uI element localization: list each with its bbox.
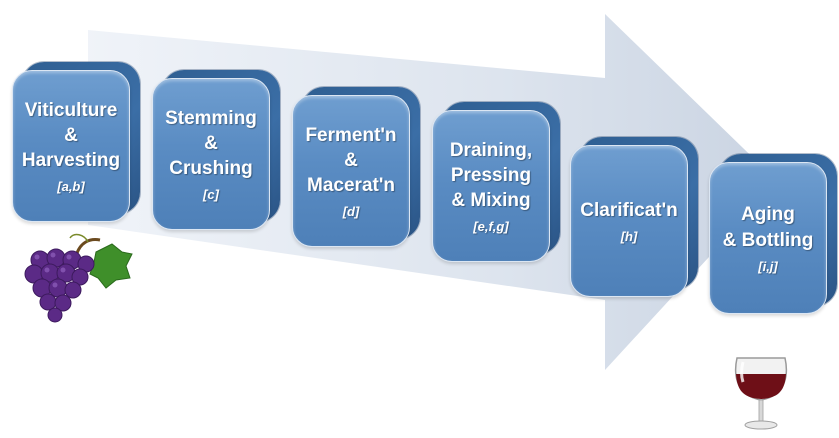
- step-box: Stemming & Crushing [c]: [152, 78, 270, 230]
- step-refs: [e,f,g]: [473, 219, 509, 235]
- step-refs: [i,j]: [758, 258, 778, 274]
- step-refs: [a,b]: [57, 179, 85, 195]
- step-aging-bottling: Aging & Bottling [i,j]: [709, 154, 837, 314]
- step-refs: [d]: [342, 204, 360, 220]
- wine-glass-icon: [734, 357, 788, 430]
- step-draining-pressing-mixing: Draining, Pressing & Mixing [e,f,g]: [432, 102, 560, 262]
- step-box: Viticulture & Harvesting [a,b]: [12, 70, 130, 222]
- grapes-icon: [24, 233, 133, 323]
- step-viticulture-harvesting: Viticulture & Harvesting [a,b]: [12, 62, 140, 222]
- step-title: Draining, Pressing & Mixing: [449, 139, 533, 212]
- step-title: Clarificat'n: [580, 199, 678, 221]
- step-stemming-crushing: Stemming & Crushing [c]: [152, 70, 280, 230]
- step-clarification: Clarificat'n [h]: [570, 137, 698, 297]
- step-fermentation-maceration: Ferment'n & Macerat'n [d]: [292, 87, 420, 247]
- step-title: Viticulture & Harvesting: [21, 99, 121, 172]
- step-box: Clarificat'n [h]: [570, 145, 688, 297]
- step-title: Stemming & Crushing: [165, 107, 257, 180]
- step-title: Ferment'n & Macerat'n: [305, 124, 397, 197]
- step-refs: [c]: [203, 187, 219, 203]
- step-title: Aging & Bottling: [722, 204, 814, 251]
- step-refs: [h]: [620, 229, 638, 245]
- step-box: Ferment'n & Macerat'n [d]: [292, 95, 410, 247]
- step-box: Aging & Bottling [i,j]: [709, 162, 827, 314]
- step-box: Draining, Pressing & Mixing [e,f,g]: [432, 110, 550, 262]
